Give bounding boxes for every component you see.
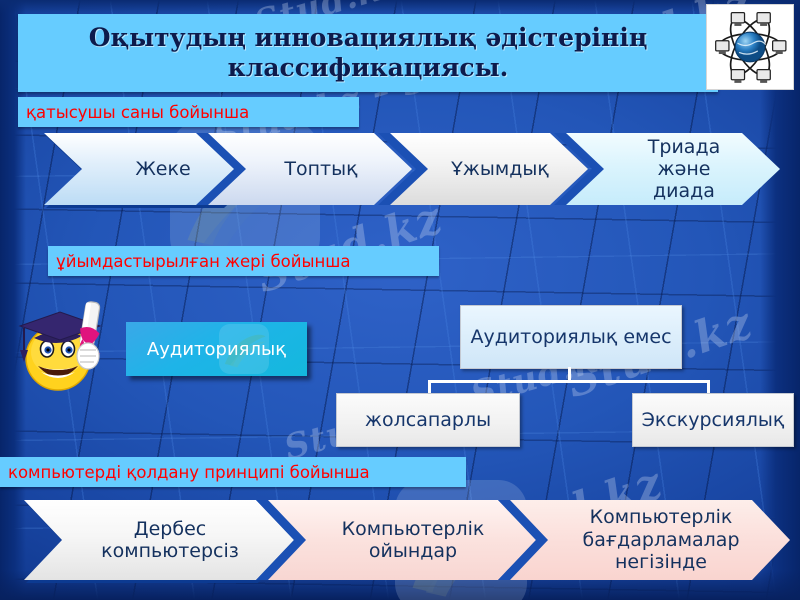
chevron-label: Ұжымдық xyxy=(451,157,549,180)
slide-title-bar: Оқытудың инновациялық әдістерінің класси… xyxy=(18,14,718,92)
graduate-smiley-mascot xyxy=(18,301,102,391)
location-box-auditorium[interactable]: Аудиториялық xyxy=(126,322,307,376)
network-globe-computers-icon xyxy=(715,12,787,83)
section-label-participants: қатысушы саны бойынша xyxy=(18,97,359,127)
chevron-computer-1[interactable]: Дербес компьютерсіз xyxy=(24,500,294,580)
background-top-edge xyxy=(0,0,800,14)
chevron-label: Топтық xyxy=(284,157,358,180)
box-label: Аудиториялық xyxy=(146,338,287,360)
section-label-computer-use: компьютерді қолдану принципі бойынша xyxy=(0,457,466,487)
chevron-computer-3[interactable]: Компьютерлік бағдарламалар негізінде xyxy=(510,500,790,580)
chevron-label: Триада және диада xyxy=(647,135,721,203)
location-box-trip[interactable]: жолсапарлы xyxy=(336,393,520,447)
chevron-label: Дербес компьютерсіз xyxy=(101,517,239,562)
location-box-non-auditorium[interactable]: Аудиториялық емес xyxy=(460,305,682,369)
chevron-label: Компьютерлік ойындар xyxy=(341,517,485,562)
chevron-label: Компьютерлік бағдарламалар негізінде xyxy=(582,506,740,574)
location-box-excursion[interactable]: Экскурсиялық xyxy=(632,393,794,447)
connector-horizontal-bar xyxy=(428,380,710,383)
box-label: Аудиториялық емес xyxy=(470,325,672,348)
network-globe-computers-logo xyxy=(706,4,794,90)
page-title: Оқытудың инновациялық әдістерінің класси… xyxy=(88,22,648,83)
box-label: Экскурсиялық xyxy=(641,408,785,431)
box-label: жолсапарлы xyxy=(364,408,492,431)
chevron-label: Жеке xyxy=(135,157,191,180)
connector-left-drop xyxy=(428,380,431,396)
connector-right-drop xyxy=(707,380,710,396)
chevron-participants-4[interactable]: Триада және диада xyxy=(566,133,780,205)
chevron-computer-2[interactable]: Компьютерлік ойындар xyxy=(268,500,536,580)
connector-vertical-stem xyxy=(568,367,571,382)
background-right-edge xyxy=(760,0,800,600)
section-label-location: ұйымдастырылған жері бойынша xyxy=(48,246,439,276)
